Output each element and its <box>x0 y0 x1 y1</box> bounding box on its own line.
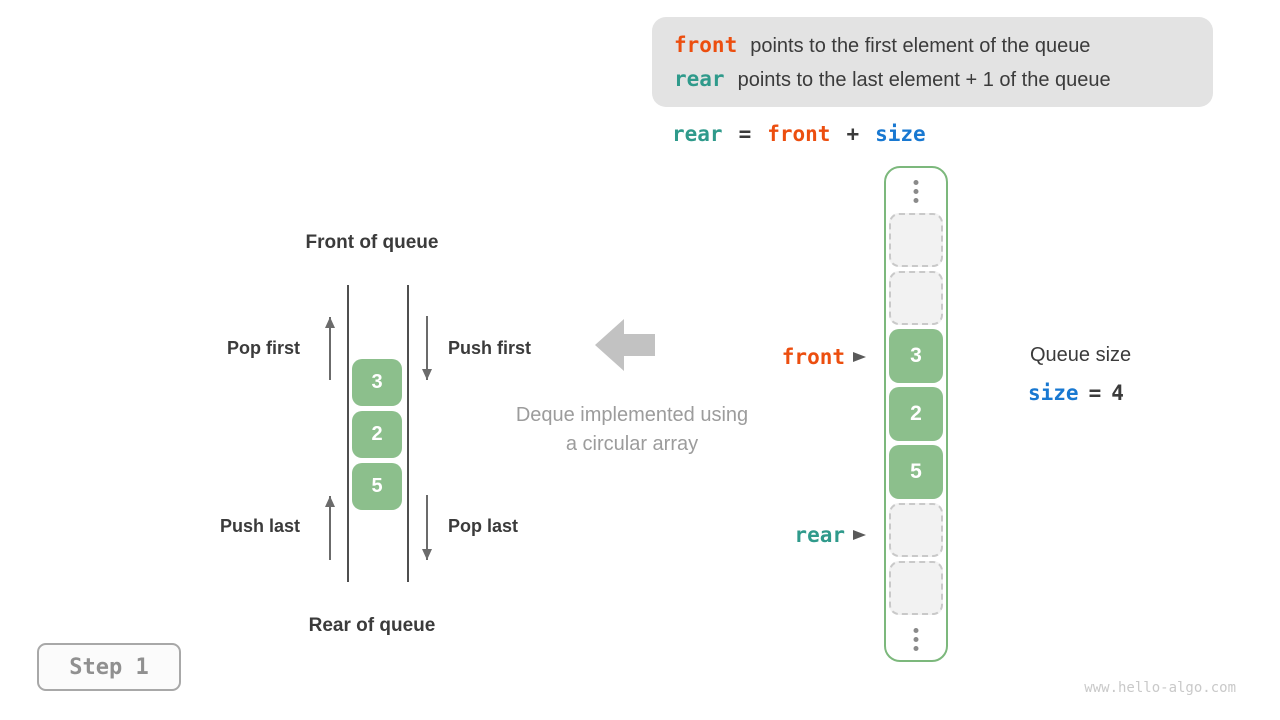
channel-right-line <box>407 285 409 582</box>
array-cell-empty <box>889 561 943 615</box>
formula-rear: rear <box>672 122 723 146</box>
formula-plus: + <box>846 122 860 146</box>
rear-keyword: rear <box>674 66 725 91</box>
push-last-arrow-icon <box>324 496 335 560</box>
rear-pointer-arrow-icon <box>853 530 866 540</box>
queue-size-title: Queue size <box>1030 344 1132 366</box>
deque-caption-line1: Deque implemented using <box>515 404 749 426</box>
front-of-queue-label: Front of queue <box>305 232 439 253</box>
deque-cell: 2 <box>352 411 402 458</box>
step-label: Step 1 <box>69 654 149 680</box>
ellipsis-icon <box>913 180 919 203</box>
pop-first-arrow-icon <box>324 317 335 380</box>
pop-last-label: Pop last <box>448 516 519 536</box>
front-pointer-arrow-icon <box>853 352 866 362</box>
size-value: 4 <box>1111 381 1124 405</box>
deque-caption: Deque implemented using a circular array <box>490 401 774 459</box>
pop-first-label: Pop first <box>226 338 300 358</box>
push-first-label: Push first <box>448 338 532 358</box>
array-cell-filled: 2 <box>889 387 943 441</box>
big-left-arrow-icon <box>595 317 655 378</box>
deque-cell: 3 <box>352 359 402 406</box>
queue-size-equation: size = 4 <box>1028 381 1124 405</box>
array-cell-filled: 5 <box>889 445 943 499</box>
front-keyword: front <box>674 32 738 57</box>
array-cell-empty <box>889 503 943 557</box>
rear-description: points to the last element + 1 of the qu… <box>737 68 1111 91</box>
array-container: 3 2 5 <box>884 166 948 662</box>
pointer-formula: rear = front + size <box>672 122 926 146</box>
array-cell-empty <box>889 271 943 325</box>
deque-caption-line2: a circular array <box>565 433 699 455</box>
rear-of-queue-label: Rear of queue <box>308 615 436 636</box>
formula-front: front <box>767 122 831 146</box>
push-last-label: Push last <box>219 516 300 536</box>
front-description: points to the first element of the queue <box>750 34 1091 57</box>
legend-box: front points to the first element of the… <box>652 17 1213 107</box>
formula-equals: = <box>738 122 752 146</box>
watermark: www.hello-algo.com <box>1084 680 1236 696</box>
deque-cell: 5 <box>352 463 402 510</box>
formula-size: size <box>875 122 926 146</box>
channel-left-line <box>347 285 349 582</box>
pop-last-arrow-icon <box>421 495 432 560</box>
legend-line-front: front points to the first element of the… <box>674 33 1213 58</box>
size-variable: size <box>1028 381 1079 405</box>
ellipsis-icon <box>913 628 919 651</box>
legend-line-rear: rear points to the last element + 1 of t… <box>674 67 1213 92</box>
rear-pointer-label: rear <box>794 523 845 547</box>
step-badge: Step 1 <box>37 643 181 691</box>
front-pointer-label: front <box>781 345 845 369</box>
size-equals: = <box>1088 381 1102 405</box>
array-cell-filled: 3 <box>889 329 943 383</box>
push-first-arrow-icon <box>421 316 432 380</box>
array-cell-empty <box>889 213 943 267</box>
